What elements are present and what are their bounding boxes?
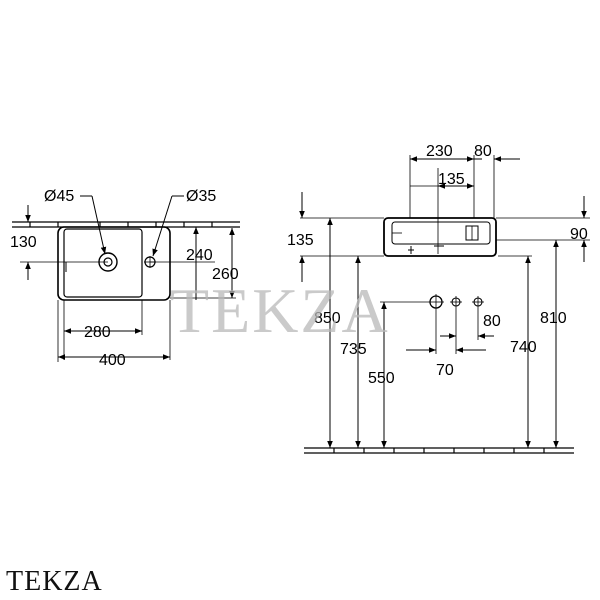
basin-bowl-plan: [63, 228, 143, 298]
label-depth-total: 260: [212, 266, 239, 283]
label-height-135: 135: [287, 232, 314, 249]
side-view-labels: 230 80 135 135 90 850 735 550 810 740 80…: [287, 143, 588, 387]
label-height-550: 550: [368, 370, 395, 387]
label-height-740: 740: [510, 339, 537, 356]
watermark: TEKZA: [170, 275, 390, 346]
label-height-810: 810: [540, 310, 567, 327]
label-spacing-80: 80: [483, 313, 501, 330]
basin-outline-side: [383, 217, 497, 257]
brand-logo: TEKZA: [6, 566, 103, 597]
basin-outline-plan: [57, 226, 171, 301]
label-tap-hole: Ø45: [44, 188, 74, 205]
label-width-total: 400: [99, 352, 126, 369]
label-overflow-hole: Ø35: [186, 188, 216, 205]
label-depth-inner: 240: [186, 247, 213, 264]
side-view: [299, 155, 590, 454]
label-offset-80: 80: [474, 143, 492, 160]
label-center-135: 135: [438, 171, 465, 188]
label-height-850: 850: [314, 310, 341, 327]
label-height-735: 735: [340, 341, 367, 358]
top-view-labels: Ø45 Ø35 130 240 260 280 400: [10, 188, 239, 369]
label-width-inner: 280: [84, 324, 111, 341]
label-spacing-70: 70: [436, 362, 454, 379]
label-width-230: 230: [426, 143, 453, 160]
top-view: [12, 195, 240, 362]
label-depth-front: 130: [10, 234, 37, 251]
label-height-90: 90: [570, 226, 588, 243]
floor-line: [304, 447, 574, 454]
